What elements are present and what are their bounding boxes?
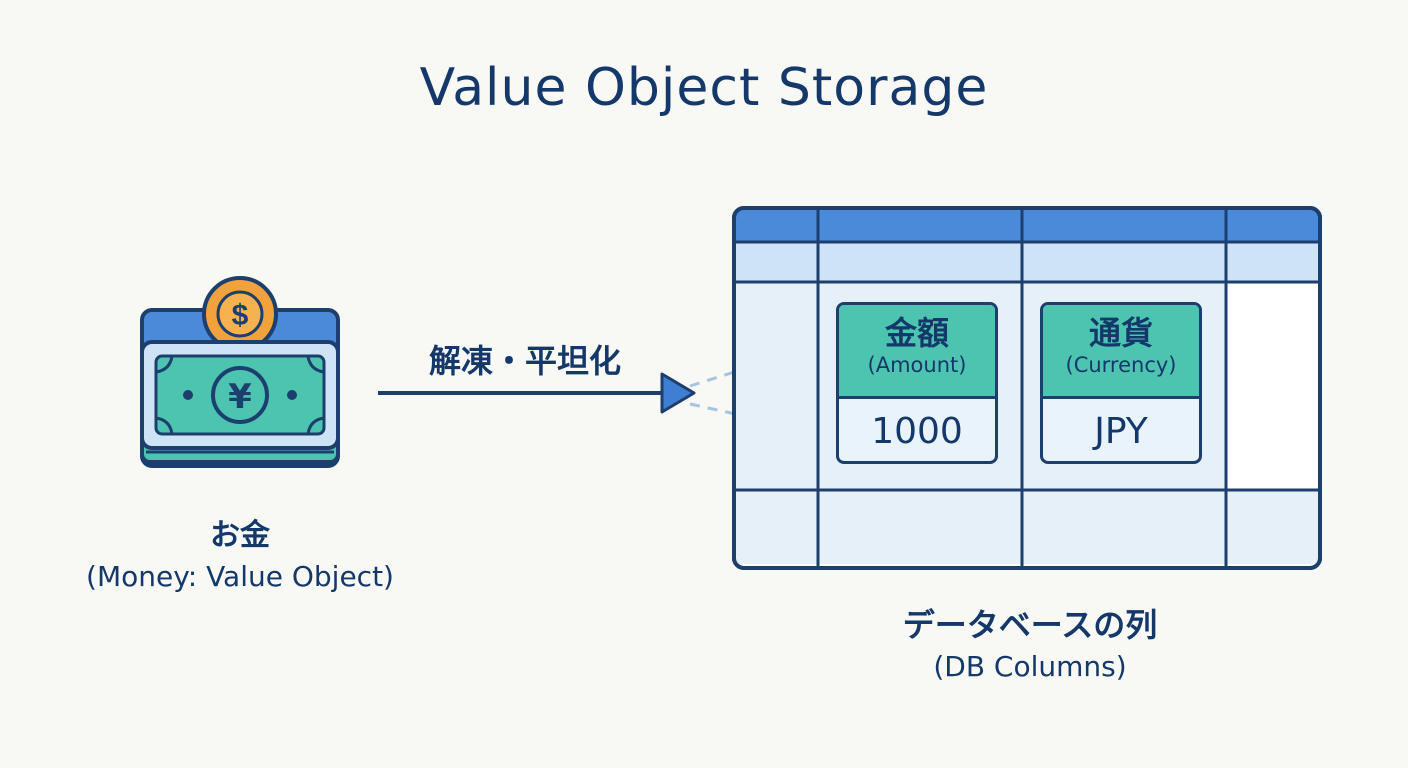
database-table [732, 206, 1322, 570]
coin-symbol: $ [232, 299, 249, 332]
db-label-en: (DB Columns) [933, 650, 1127, 683]
column-value: JPY [1094, 411, 1148, 452]
column-header: 通貨 (Currency) [1043, 305, 1199, 399]
column-name-jp: 通貨 [1088, 314, 1153, 352]
money-stack-icon: $ ¥ [140, 276, 340, 468]
money-label-jp: お金 [210, 518, 270, 553]
column-header: 金額 (Amount) [839, 305, 995, 399]
column-value: 1000 [871, 411, 963, 452]
transform-label: 解凍・平坦化 [428, 342, 621, 380]
column-card-amount: 金額 (Amount) 1000 [836, 302, 998, 464]
column-name-en: (Currency) [1065, 353, 1177, 377]
db-label-jp: データベースの列 [902, 606, 1158, 644]
column-card-currency: 通貨 (Currency) JPY [1040, 302, 1202, 464]
yen-bill-icon: ¥ [140, 340, 340, 450]
dollar-coin-icon: $ [202, 276, 278, 352]
money-label-en: (Money: Value Object) [86, 560, 394, 593]
column-name-jp: 金額 [884, 314, 949, 352]
arrow-head-icon [660, 372, 696, 414]
column-name-en: (Amount) [867, 353, 967, 377]
diagram-title: Value Object Storage [419, 58, 989, 118]
bill-symbol: ¥ [228, 377, 252, 417]
